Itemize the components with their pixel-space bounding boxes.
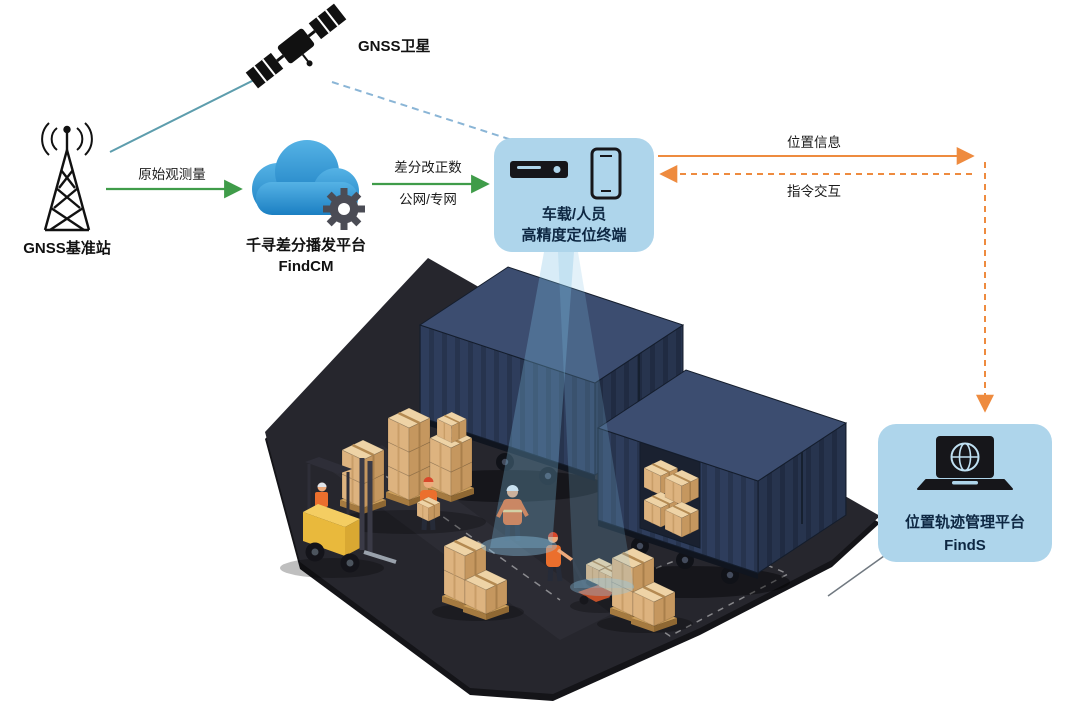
positioning-beams (481, 252, 634, 596)
worker-carrying-box (416, 477, 441, 531)
terminal-node: 车载/人员 高精度定位终端 (494, 138, 654, 252)
smartphone-icon (590, 147, 622, 200)
satellite-label: GNSS卫星 (358, 38, 431, 55)
warehouse-scene (265, 252, 880, 701)
worker-standing (496, 485, 529, 542)
cloud-icon (252, 140, 365, 230)
finds-bubble (878, 424, 1052, 562)
gear-icon (323, 188, 365, 230)
gnss-satellite-icon (245, 3, 347, 89)
raw-observation-label: 原始观测量 (138, 167, 206, 182)
position-info-link (658, 147, 994, 413)
finds-node: 位置轨迹管理平台 FindS (827, 424, 1052, 597)
satellite-to-base-link (109, 73, 267, 153)
base-station-label: GNSS基准站 (23, 239, 111, 257)
position-info-label: 位置信息 (787, 134, 841, 150)
terminal-label-1: 车载/人员 (542, 205, 606, 223)
cloud-platform-sublabel: FindCM (279, 258, 334, 275)
worker-pallet-jack (546, 532, 574, 582)
forklift (303, 457, 397, 573)
satellite-to-terminal-link (331, 81, 513, 141)
finds-pointer-line (827, 555, 885, 597)
terminal-label-2: 高精度定位终端 (521, 226, 626, 244)
correction-label-1: 差分改正数 (394, 160, 462, 175)
forklift-driver (315, 482, 328, 507)
finds-label-1: 位置轨迹管理平台 (905, 513, 1025, 531)
laptop-globe-icon (917, 436, 1013, 490)
cloud-platform-label: 千寻差分播发平台 (246, 236, 366, 254)
vehicle-terminal-icon (510, 161, 568, 178)
shipping-container-right (596, 369, 848, 584)
command-interaction-label: 指令交互 (787, 183, 841, 199)
correction-label-2: 公网/专网 (399, 192, 457, 207)
gnss-base-station-icon (41, 122, 93, 232)
finds-label-2: FindS (944, 537, 986, 554)
